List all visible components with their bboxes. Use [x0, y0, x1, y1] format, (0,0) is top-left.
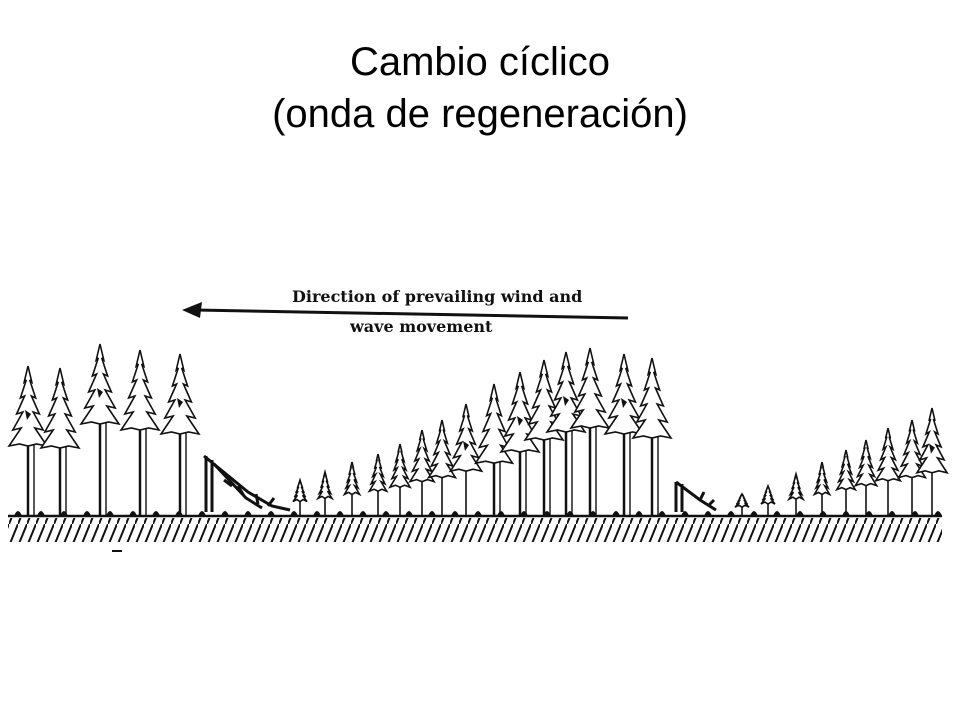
conifer-tree	[896, 419, 928, 516]
conifer-tree	[569, 347, 611, 516]
title-line-2: (onda de regeneración)	[272, 92, 688, 136]
conifer-tree	[315, 468, 335, 516]
conifer-tree	[853, 439, 879, 516]
conifer-tree	[119, 349, 161, 516]
conifer-tree	[499, 371, 541, 516]
conifer-tree	[786, 471, 806, 516]
conifer-tree	[523, 359, 565, 516]
conifer-tree	[426, 419, 458, 516]
slide-title: Cambio cíclico (onda de regeneración)	[0, 36, 960, 140]
conifer-tree	[79, 343, 121, 516]
regeneration-wave-diagram: Direction of prevailing wind and wave mo…	[7, 287, 949, 552]
conifer-tree	[473, 383, 515, 516]
conifer-tree	[631, 357, 673, 516]
conifer-tree	[39, 367, 81, 516]
ground	[8, 514, 942, 542]
conifer-tree	[159, 353, 201, 516]
title-line-1: Cambio cíclico	[349, 40, 611, 84]
conifer-tree	[292, 477, 308, 516]
conifer-tree	[448, 403, 484, 516]
wind-label-line-2: wave movement	[349, 317, 493, 336]
conifer-tree	[873, 427, 903, 516]
conifer-tree	[734, 492, 750, 516]
conifer-tree	[7, 365, 49, 516]
wind-label-line-1: Direction of prevailing wind and	[292, 287, 582, 306]
conifer-tree	[342, 461, 362, 516]
conifer-tree	[408, 429, 436, 516]
fallen-trees	[203, 454, 717, 512]
conifer-tree	[367, 453, 389, 516]
conifer-tree	[915, 407, 949, 516]
conifer-tree	[812, 461, 832, 516]
conifer-tree	[388, 443, 412, 516]
conifer-tree	[603, 353, 645, 516]
conifer-tree	[760, 483, 776, 516]
wind-direction-arrow	[182, 302, 629, 320]
forest-trees	[7, 343, 949, 516]
conifer-tree	[834, 449, 858, 516]
